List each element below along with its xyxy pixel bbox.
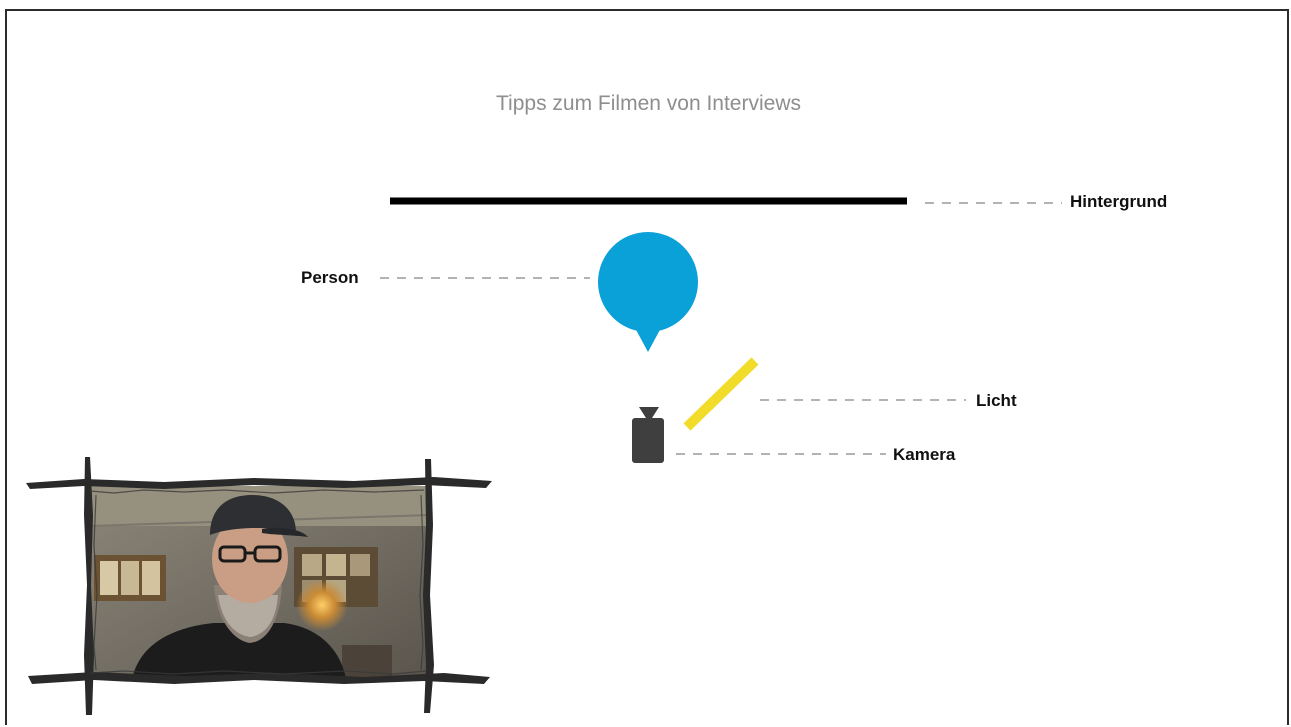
light-icon [687,361,755,427]
person-label: Person [301,268,359,288]
camera-label: Kamera [893,445,955,465]
presenter-webcam-overlay [24,455,494,717]
presenter-webcam-photo [24,455,494,717]
background-label: Hintergrund [1070,192,1167,212]
person-icon [598,232,698,352]
camera-icon [632,407,664,463]
light-label: Licht [976,391,1017,411]
